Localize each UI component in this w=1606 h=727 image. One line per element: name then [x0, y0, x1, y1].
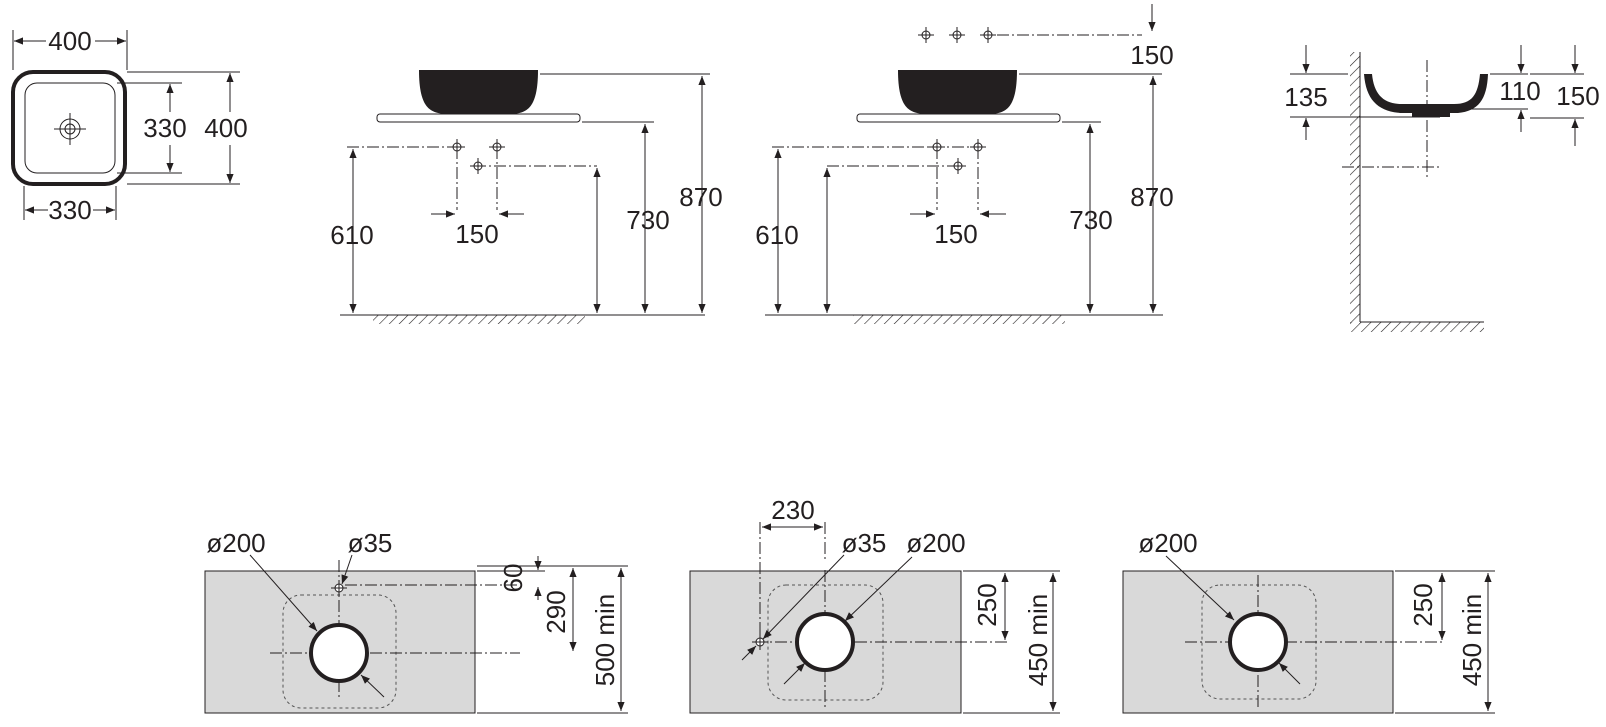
dim-depth: 450 min: [1023, 594, 1053, 687]
waste-outlet-icon: [469, 157, 487, 175]
floor-hatch: [373, 315, 585, 324]
dim-wall-tap: 150: [1130, 40, 1173, 70]
section-view: 135 110 150: [1284, 45, 1600, 332]
dim-tap-spacing: 150: [455, 219, 498, 249]
dim-290: 290: [541, 590, 571, 633]
dim-outer-width: 400: [48, 26, 91, 56]
wall-tap-icon: [979, 26, 997, 44]
tap-hole-icon: [448, 138, 466, 156]
dim-870: 870: [1130, 182, 1173, 212]
cutout-b: 230 ø35 ø200 250 450 min: [689, 495, 1060, 714]
basin-inner-outline: [24, 82, 116, 174]
elevation-a: 150 610 730 870: [330, 70, 723, 324]
basin-section: [1364, 74, 1488, 117]
elevation-b: 150 150 610 730 870: [755, 4, 1174, 324]
countertop: [856, 113, 1061, 123]
dia-basin: ø200: [906, 528, 965, 558]
dia-tap: ø35: [348, 528, 393, 558]
waste-outlet-icon: [949, 157, 967, 175]
wall-hatch: [1350, 52, 1360, 324]
plan-view: 400 330 330 400: [11, 26, 248, 225]
dim-depth: 500 min: [590, 594, 620, 687]
dim-60: 60: [498, 564, 528, 593]
drain-icon: [54, 113, 86, 145]
basin-cutout-hole: [795, 612, 855, 672]
dim-610: 610: [755, 220, 798, 250]
tap-hole-icon: [969, 138, 987, 156]
wall-tap-icon: [948, 26, 966, 44]
basin-outer-outline: [11, 70, 127, 186]
dia-basin: ø200: [206, 528, 265, 558]
tap-hole-icon: [488, 138, 506, 156]
vessel-basin: [419, 70, 538, 114]
basin-cutout-hole: [309, 623, 369, 683]
dim-outer-depth: 400: [204, 113, 247, 143]
floor-hatch: [1350, 322, 1484, 332]
dim-inner-width: 330: [48, 195, 91, 225]
dim-730: 730: [626, 205, 669, 235]
dim-230: 230: [771, 495, 814, 525]
floor-hatch: [853, 315, 1065, 324]
dim-250: 250: [1408, 583, 1438, 626]
countertop: [376, 113, 581, 123]
dim-250: 250: [972, 583, 1002, 626]
dim-inner-depth: 330: [143, 113, 186, 143]
basin-cutout-hole: [1228, 612, 1288, 672]
dim-870: 870: [679, 182, 722, 212]
vessel-basin: [898, 70, 1017, 114]
dim-730: 730: [1069, 205, 1112, 235]
wall-tap-icon: [917, 26, 935, 44]
dim-tap-spacing: 150: [934, 219, 977, 249]
cutout-c: ø200 250 450 min: [1122, 528, 1495, 714]
dim-110: 110: [1499, 76, 1540, 106]
dim-depth: 450 min: [1457, 594, 1487, 687]
dim-135: 135: [1284, 82, 1327, 112]
cutout-a: ø200 ø35 60 290 500 min: [204, 528, 628, 714]
dia-basin: ø200: [1138, 528, 1197, 558]
tap-hole-icon: [928, 138, 946, 156]
dim-150: 150: [1556, 81, 1599, 111]
dim-610: 610: [330, 220, 373, 250]
dia-tap: ø35: [842, 528, 887, 558]
